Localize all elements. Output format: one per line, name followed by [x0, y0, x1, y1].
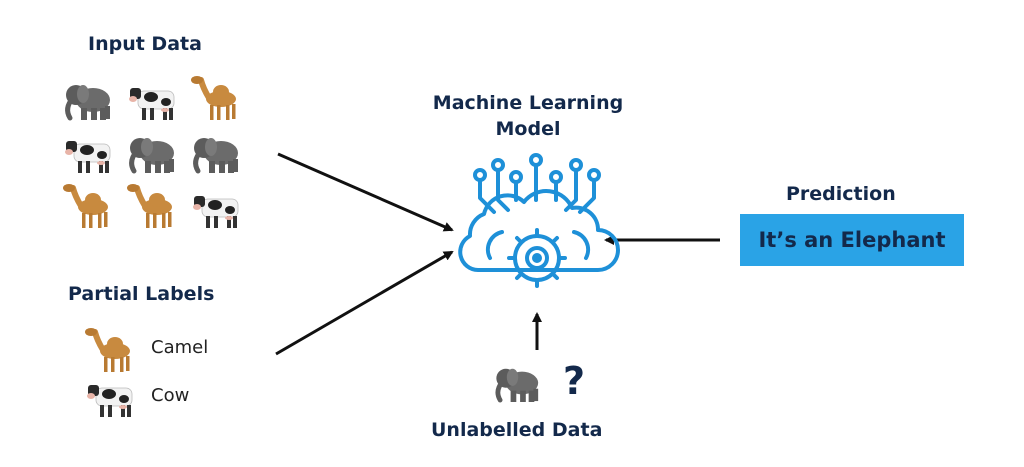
unlabelled-data-title: Unlabelled Data: [431, 419, 603, 441]
input-elephant-image: [66, 85, 110, 120]
input-camel-image: [63, 184, 108, 228]
input-cow-image: [128, 87, 175, 121]
input-camel-image: [191, 76, 236, 120]
input-data-grid: [63, 76, 238, 228]
label-camel: Camel: [151, 337, 209, 358]
prediction-result-text: It’s an Elephant: [758, 228, 946, 252]
question-mark: ?: [563, 359, 586, 403]
input-data-title: Input Data: [88, 33, 202, 55]
partial-label-camel-image: [85, 328, 130, 372]
input-elephant-image: [130, 138, 174, 173]
labels-to-model-arrow: [275, 250, 454, 356]
input-camel-image: [127, 184, 172, 228]
input-cow-image: [64, 140, 111, 174]
prediction-result-box: It’s an Elephant: [740, 214, 964, 266]
input-to-model-arrow: [277, 152, 454, 232]
partial-label-cow-image: [86, 384, 133, 418]
model-title-line1: Machine Learning: [432, 92, 624, 114]
model-title-line2: Model: [495, 118, 561, 140]
label-cow: Cow: [151, 385, 190, 406]
input-cow-image: [192, 195, 239, 229]
partial-labels-title: Partial Labels: [68, 283, 215, 305]
prediction-title: Prediction: [786, 183, 896, 205]
input-elephant-image: [194, 138, 238, 173]
unlabelled-elephant-image: [496, 369, 538, 402]
brain-circuit-gear-icon: [458, 153, 620, 288]
